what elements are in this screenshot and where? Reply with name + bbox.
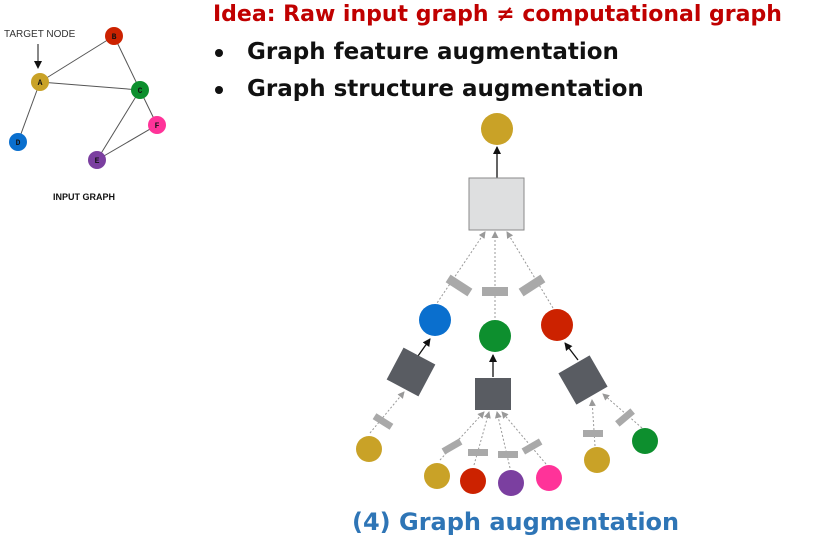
leaf-node-mid-gold <box>424 463 450 489</box>
edge-right-child-to-root <box>506 231 554 309</box>
leaf-node-left-gold <box>356 436 382 462</box>
input-node-d-label: D <box>16 139 21 148</box>
left-aggregator-arrow <box>417 338 431 357</box>
edge-mid-leaf-2 <box>473 411 491 466</box>
input-edge-e-f <box>96 124 158 161</box>
input-node-f <box>148 116 166 134</box>
leaf-node-mid-purple <box>498 470 524 496</box>
target-node-label: TARGET NODE <box>4 29 76 40</box>
edge-left-leaf <box>369 391 405 434</box>
input-edge-a-d <box>17 81 41 143</box>
input-node-a <box>31 73 49 91</box>
message-box-right-leaf-1 <box>583 430 603 437</box>
root-node <box>481 113 513 145</box>
edge-mid-leaf-1 <box>439 411 485 461</box>
input-graph-caption: INPUT GRAPH <box>53 192 115 202</box>
bullet-structure-augmentation: Graph structure augmentation <box>213 73 644 110</box>
input-node-e <box>88 151 106 169</box>
level1-node-blue <box>419 304 451 336</box>
slide-title: Idea: Raw input graph ≠ computational gr… <box>213 2 782 27</box>
input-node-c <box>131 81 149 99</box>
edge-left-child-to-root <box>434 231 486 307</box>
input-edge-c-e <box>96 89 141 161</box>
diagram-caption: (4) Graph augmentation <box>352 508 680 536</box>
left-aggregator-box <box>386 347 436 397</box>
bullet-feature-augmentation: Graph feature augmentation <box>213 36 644 73</box>
level1-node-green <box>479 320 511 352</box>
input-graph: TARGET NODE A B C D E F INPUT GRAPH <box>4 27 166 202</box>
input-edge-a-c <box>39 81 141 91</box>
input-node-b <box>105 27 123 45</box>
message-box-mid-leaf-1 <box>441 438 463 455</box>
input-node-a-label: A <box>38 79 43 88</box>
input-node-e-label: E <box>95 157 100 166</box>
leaf-node-mid-red <box>460 468 486 494</box>
mid-aggregator-box <box>475 378 511 410</box>
right-aggregator-box <box>558 355 608 405</box>
message-box-right-leaf-2 <box>615 408 635 427</box>
leaf-node-right-green <box>632 428 658 454</box>
input-node-d <box>9 133 27 151</box>
message-box-mid <box>482 287 508 296</box>
leaf-node-mid-pink <box>536 465 562 491</box>
message-box-mid-leaf-2 <box>468 449 488 456</box>
edge-right-leaf-2 <box>602 393 643 429</box>
bullet-list: Graph feature augmentation Graph structu… <box>213 36 644 110</box>
leaf-node-right-gold <box>584 447 610 473</box>
message-box-left <box>445 274 473 297</box>
root-aggregator-box <box>468 177 525 231</box>
message-box-mid-leaf-4 <box>521 438 543 455</box>
input-node-b-label: B <box>112 33 117 42</box>
computation-graph <box>356 113 658 496</box>
message-box-left-leaf <box>372 413 394 430</box>
message-box-mid-leaf-3 <box>498 451 518 458</box>
right-aggregator-arrow <box>564 342 579 361</box>
input-node-c-label: C <box>138 87 143 96</box>
level1-node-red <box>541 309 573 341</box>
input-edge-a-b <box>39 35 115 83</box>
edge-mid-leaf-3 <box>494 411 511 469</box>
message-box-right <box>518 274 546 297</box>
edge-right-leaf-1 <box>588 399 596 447</box>
input-edge-b-c <box>113 35 141 91</box>
edge-mid-leaf-4 <box>501 411 547 465</box>
input-node-f-label: F <box>155 122 160 131</box>
